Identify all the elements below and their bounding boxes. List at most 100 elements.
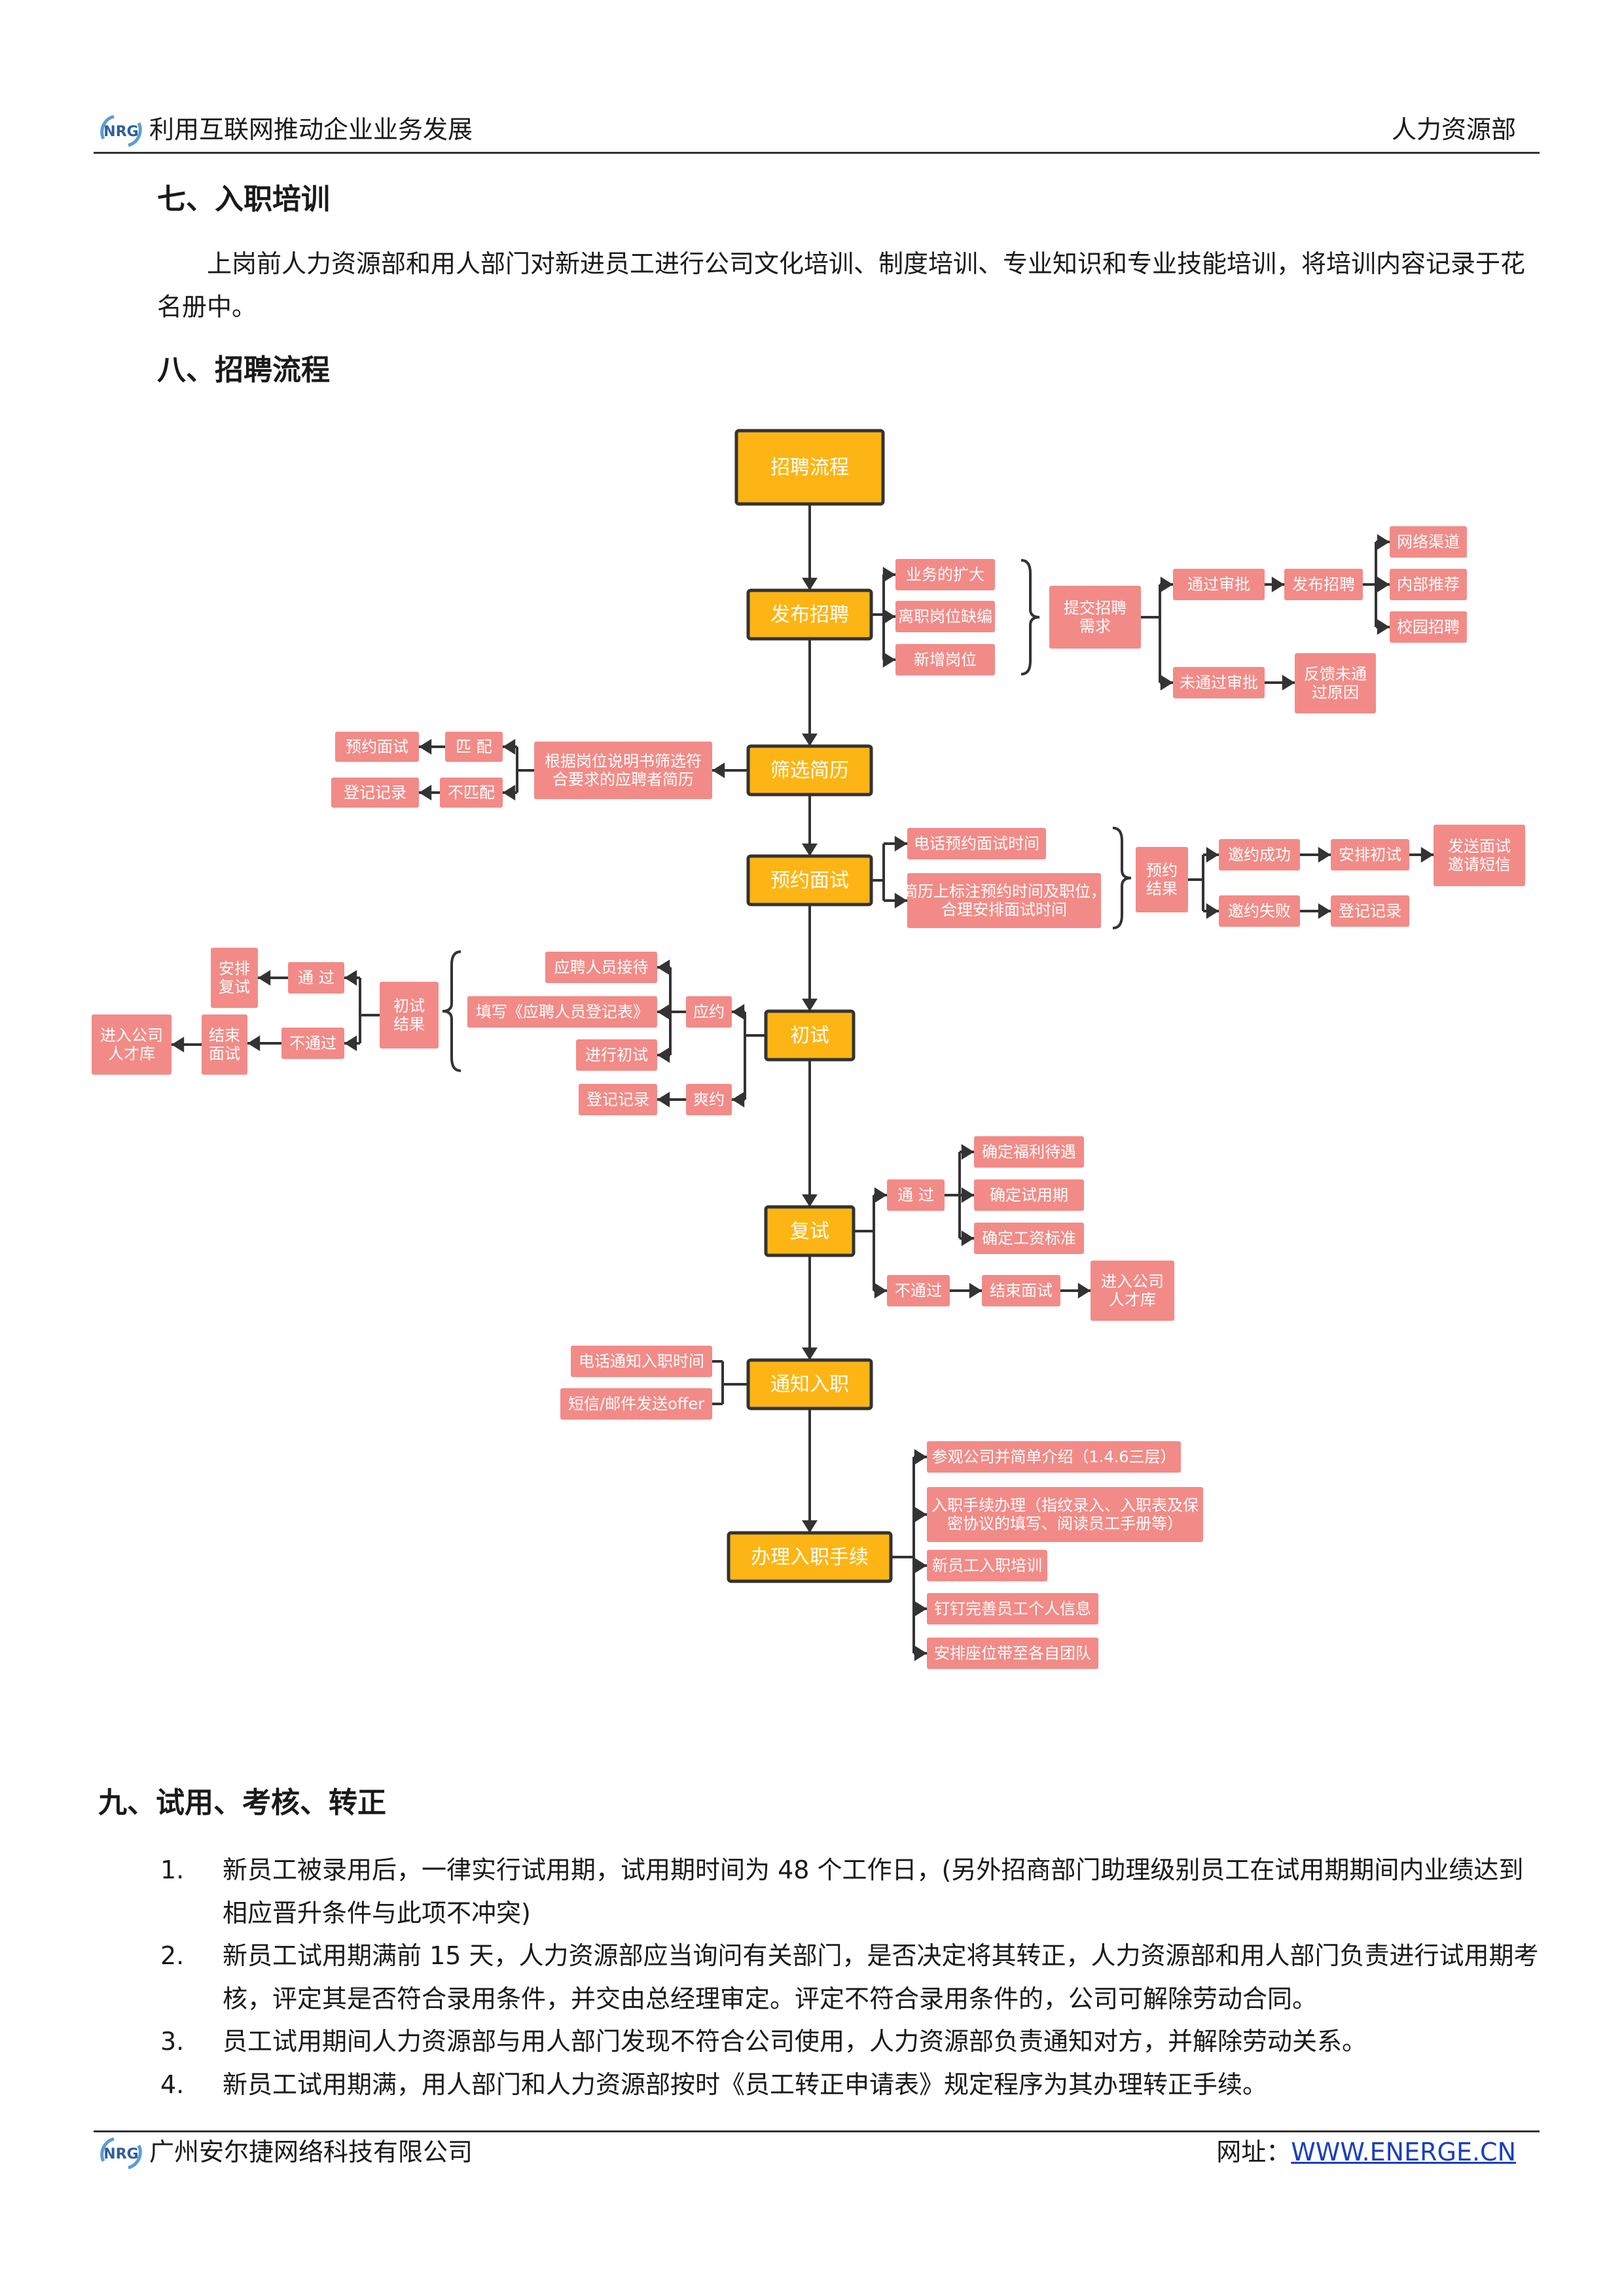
arrowhead-icon [914,1558,927,1573]
arrowhead-icon [258,970,271,986]
arrowhead-icon [874,1283,887,1299]
arrowhead-icon [1377,534,1390,550]
schedule-note-box-label: 简历上标注预约时间及职位，合理安排面试时间 [902,882,1106,919]
arrowhead-icon [961,1144,974,1160]
send-sms-box-label: 发送面试邀请短信 [1448,837,1511,874]
list-item-number: 1. [160,1856,185,1884]
match-box: 匹 配 [445,732,503,762]
first-result-box: 初试结果 [380,982,439,1049]
screen-criteria-box: 根据岗位说明书筛选符合要求的应聘者简历 [534,742,712,799]
second-end-box: 结束面试 [982,1275,1060,1306]
second-confirm-2: 确定工资标准 [974,1223,1084,1254]
second-pool-box: 进入公司人才库 [1091,1261,1174,1321]
company-logo-icon: NRG [100,2137,142,2170]
second-confirm-1-label: 确定试用期 [990,1186,1068,1204]
arrowhead-icon [712,762,725,778]
feedback-box: 反馈未通过原因 [1295,653,1376,713]
nomatch-box: 不匹配 [440,778,503,808]
first-pool-box-label: 进入公司人才库 [100,1026,163,1063]
first-fail-box-label: 不通过 [289,1034,336,1052]
arrowhead-icon [171,1037,185,1052]
rejected-box: 未通过审批 [1173,667,1265,698]
second-confirm-1: 确定试用期 [974,1179,1084,1211]
post-recruitment-box-label: 发布招聘 [1292,575,1355,594]
arrowhead-icon [503,739,516,755]
absent-box-label: 爽约 [693,1090,725,1109]
match-box-label: 匹 配 [456,738,492,756]
main-step-onboard-label: 办理入职手续 [751,1546,869,1569]
arrowhead-icon [344,970,357,986]
submit-request-box-label: 提交招聘需求 [1064,599,1127,636]
arrowhead-icon [894,893,907,908]
post-recruitment-box: 发布招聘 [1284,569,1363,600]
invite-success-box-label: 邀约成功 [1228,846,1291,864]
first-pass-box-label: 通 过 [298,969,334,987]
arrowhead-icon [657,1004,670,1020]
arrowhead-icon [657,1047,670,1063]
arrowhead-icon [969,1283,982,1299]
arrowhead-icon [961,1230,974,1246]
publish-reason-1: 离职岗位缺编 [895,601,995,632]
first-end-box: 结束面试 [202,1014,247,1075]
arrowhead-icon [802,1520,818,1533]
onboard-step-0-label: 参观公司并简单介绍（1.4.6三层） [931,1448,1176,1466]
arrowhead-icon [914,1645,927,1661]
arrange-first-box: 安排初试 [1331,839,1409,870]
brace-icon [442,950,461,1072]
fill-form-box-label: 填写《应聘人员登记表》 [476,1003,649,1021]
second-end-box-label: 结束面试 [990,1282,1053,1300]
phone-appointment-box-label: 电话预约面试时间 [914,834,1039,853]
onboard-step-3: 钉钉完善员工个人信息 [927,1593,1098,1624]
second-confirm-0-label: 确定福利待遇 [982,1143,1076,1161]
arrowhead-icon [914,1601,927,1617]
arrowhead-icon [1206,847,1219,863]
footer-rule [94,2130,1540,2132]
phone-appointment-box: 电话预约面试时间 [907,828,1046,859]
arrowhead-icon [1160,577,1173,592]
website-link[interactable]: WWW.ENERGE.CN [1291,2138,1516,2166]
section-7-body: 上岗前人力资源部和用人部门对新进员工进行公司文化培训、制度培训、专业知识和专业技… [157,249,1526,321]
invite-fail-box-label: 邀约失败 [1228,902,1291,920]
arrowhead-icon [1271,577,1284,592]
arrowhead-icon [419,785,432,800]
arrowhead-icon [1318,903,1331,919]
arrowhead-icon [732,1092,745,1107]
first-pass-box: 通 过 [288,962,344,994]
arrowhead-icon [657,1092,670,1107]
arrowhead-icon [247,1035,261,1051]
list-item: 新员工试用期满，用人部门和人力资源部按时《员工转正申请表》规定程序为其办理转正手… [223,2070,1268,2099]
attend-box-label: 应约 [693,1003,725,1021]
arrowhead-icon [914,1507,927,1522]
arrowhead-icon [802,1347,818,1360]
svg-text:NRG: NRG [103,124,138,140]
brace-icon [1112,827,1132,929]
arrowhead-icon [874,1187,887,1203]
header-title: 利用互联网推动企业业务发展 [149,115,473,144]
arrowhead-icon [802,733,818,746]
arrowhead-icon [882,567,895,583]
arrowhead-icon [882,652,895,668]
feedback-box-label: 反馈未通过原因 [1304,665,1367,702]
notify-phone-box-label: 电话通知入职时间 [579,1352,704,1371]
channel-2-label: 校园招聘 [1397,618,1460,636]
onboard-step-2: 新员工入职培训 [927,1550,1047,1581]
channel-0-label: 网络渠道 [1397,533,1460,551]
svg-text:NRG: NRG [103,2146,138,2162]
section-9-title: 九、试用、考核、转正 [98,1786,386,1820]
company-logo-icon: NRG [100,115,142,147]
main-step-second-label: 复试 [790,1220,829,1243]
arrowhead-icon [1377,619,1390,635]
first-fail-box: 不通过 [281,1028,344,1059]
header-department: 人力资源部 [1391,115,1516,144]
publish-reason-2: 新增岗位 [895,644,995,675]
first-end-box-label: 结束面试 [209,1026,240,1063]
list-item: 员工试用期间人力资源部与用人部门发现不符合公司使用，人力资源部负责通知对方，并解… [223,2027,1367,2056]
main-step-appoint-label: 预约面试 [770,869,849,892]
arrowhead-icon [1318,847,1331,863]
onboard-step-1-label: 入职手续办理（指纹录入、入职表及保密协议的填写、阅读员工手册等） [931,1496,1199,1533]
main-step-screen: 筛选简历 [746,744,873,797]
notify-offer-box-label: 短信/邮件发送offer [568,1395,704,1413]
main-step-root: 招聘流程 [734,429,885,506]
appointment-result-box: 预约结果 [1136,847,1188,912]
